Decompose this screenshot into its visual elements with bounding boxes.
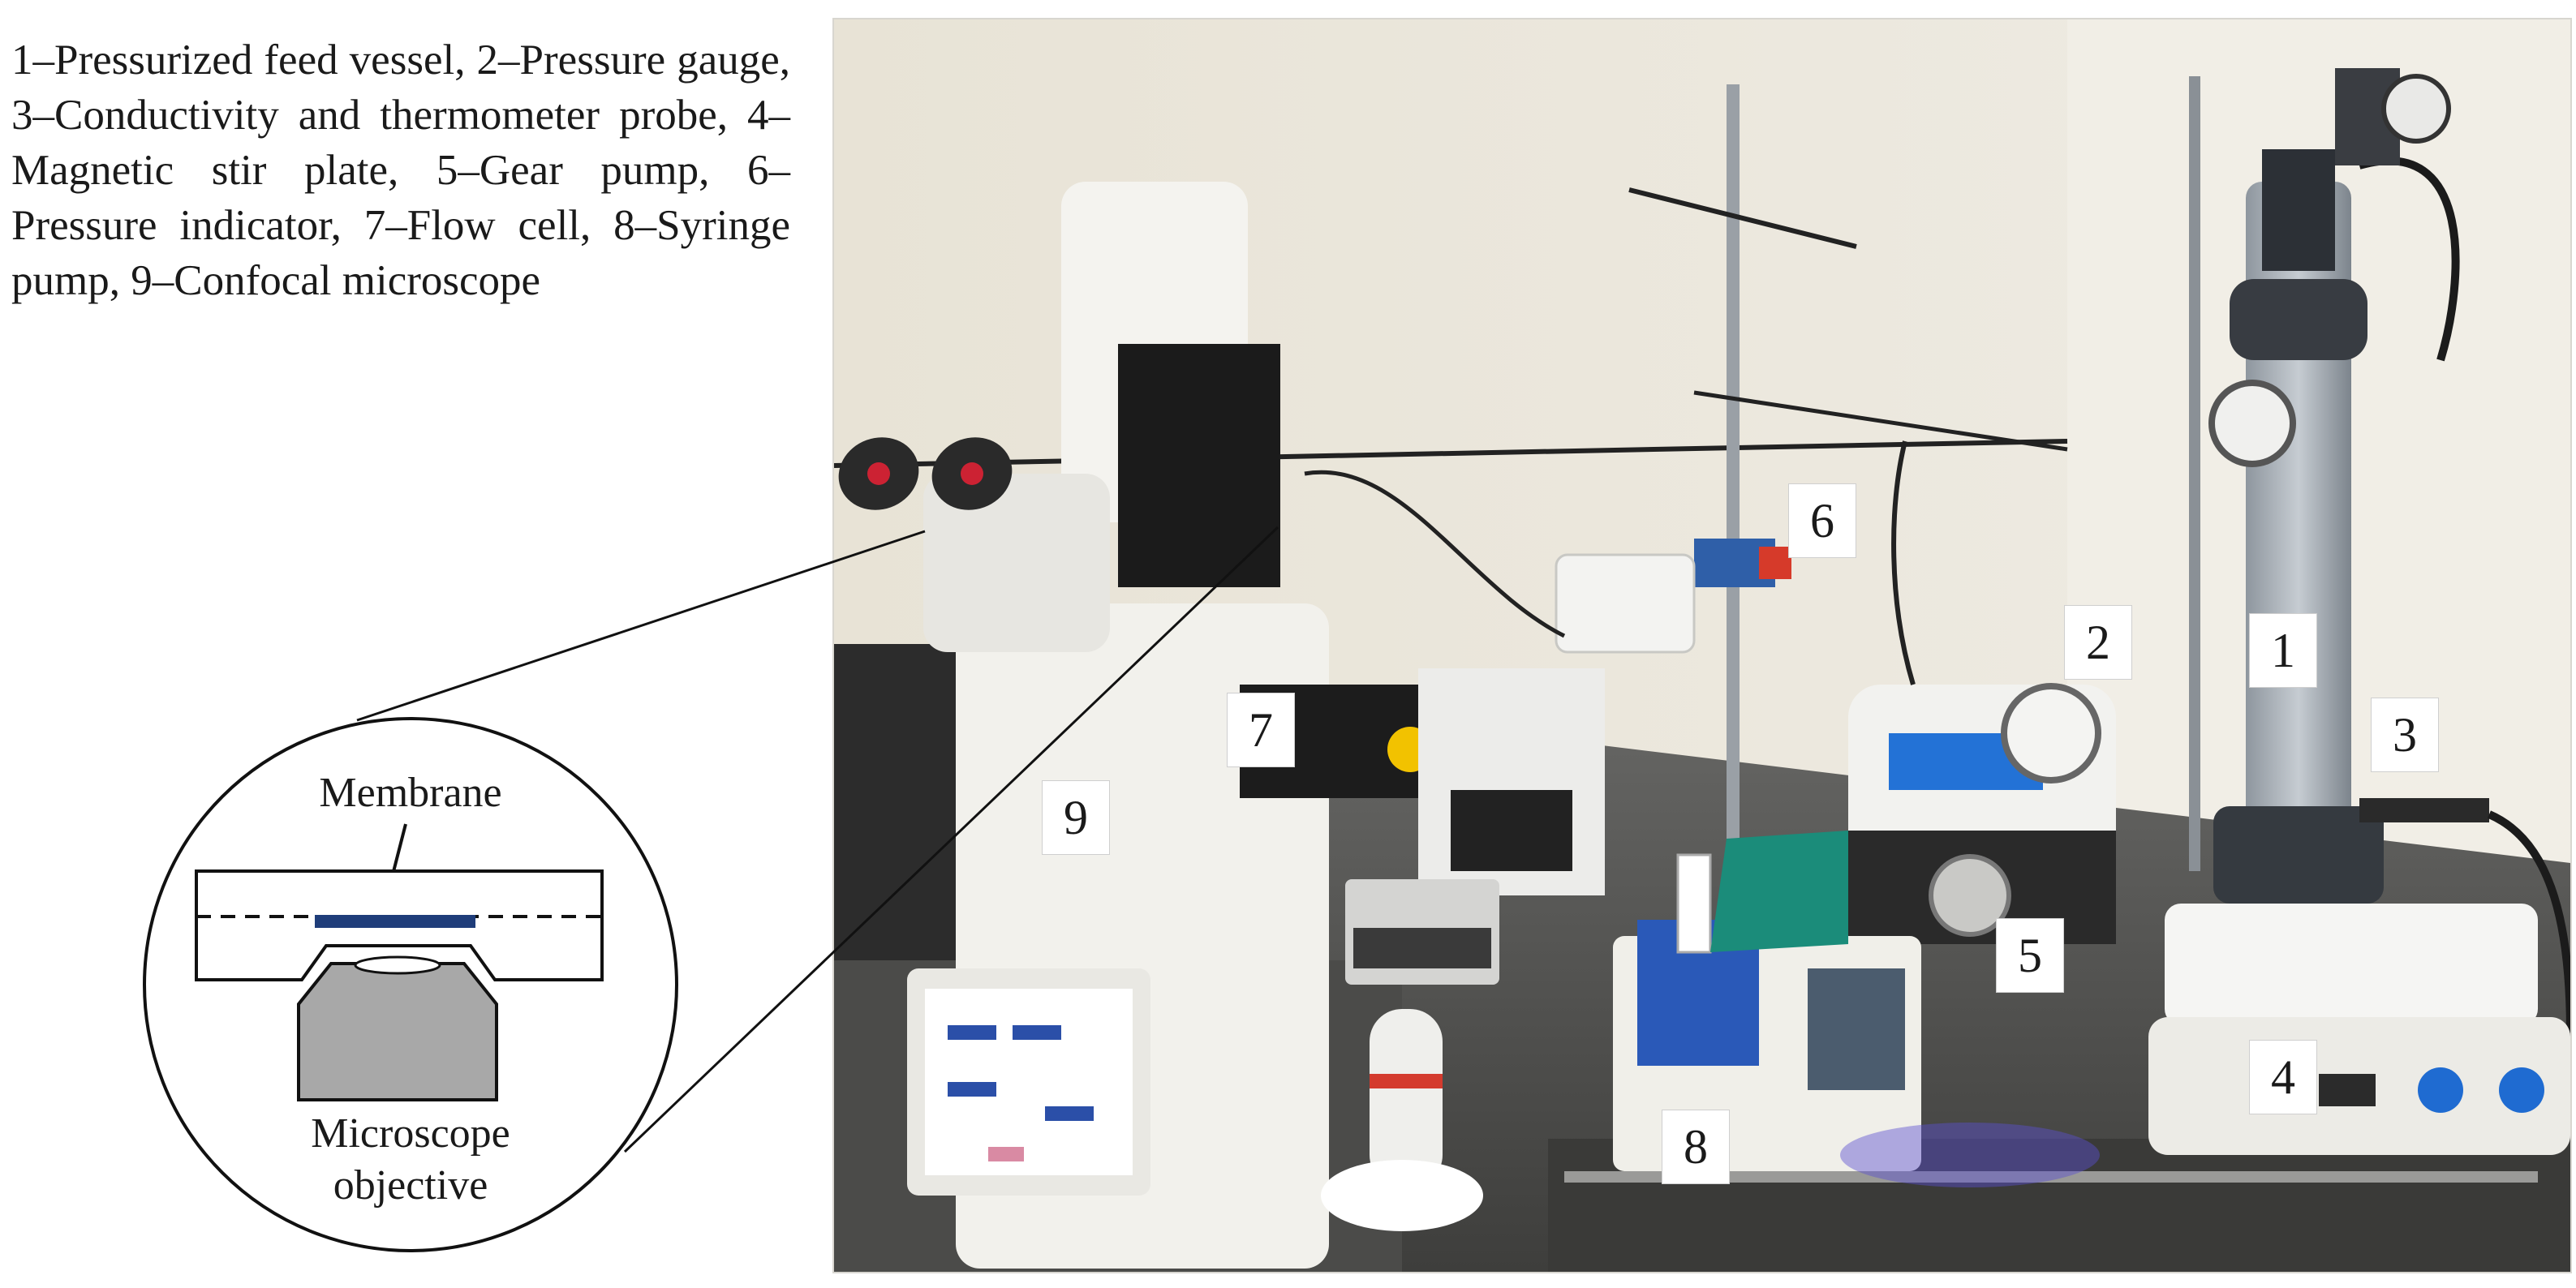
microscope-objective bbox=[297, 962, 498, 1101]
figure-legend: 1–Pressurized feed vessel, 2–Pressure ga… bbox=[11, 36, 790, 304]
photo-illustration bbox=[834, 19, 2570, 1272]
objective-label-line1: Microscope bbox=[311, 1110, 510, 1157]
lab-setup-photo: 1 2 3 4 5 6 7 8 9 bbox=[832, 18, 2572, 1273]
flow-cell-diagram bbox=[195, 823, 604, 1101]
label-5: 5 bbox=[1996, 918, 2064, 993]
label-4: 4 bbox=[2249, 1040, 2317, 1114]
label-7: 7 bbox=[1227, 693, 1295, 767]
label-3: 3 bbox=[2371, 698, 2439, 772]
membrane-inset: Membrane Microscope objective bbox=[143, 717, 678, 1252]
label-2: 2 bbox=[2064, 605, 2132, 680]
label-6: 6 bbox=[1788, 483, 1856, 558]
label-1: 1 bbox=[2249, 613, 2317, 688]
objective-label-line2: objective bbox=[333, 1162, 488, 1209]
membrane bbox=[315, 915, 475, 928]
confocal-microscope bbox=[838, 182, 1329, 1269]
label-8: 8 bbox=[1662, 1110, 1730, 1184]
membrane-label: Membrane bbox=[319, 770, 502, 816]
pressurized-feed-vessel bbox=[2189, 68, 2460, 904]
label-9: 9 bbox=[1042, 780, 1110, 855]
